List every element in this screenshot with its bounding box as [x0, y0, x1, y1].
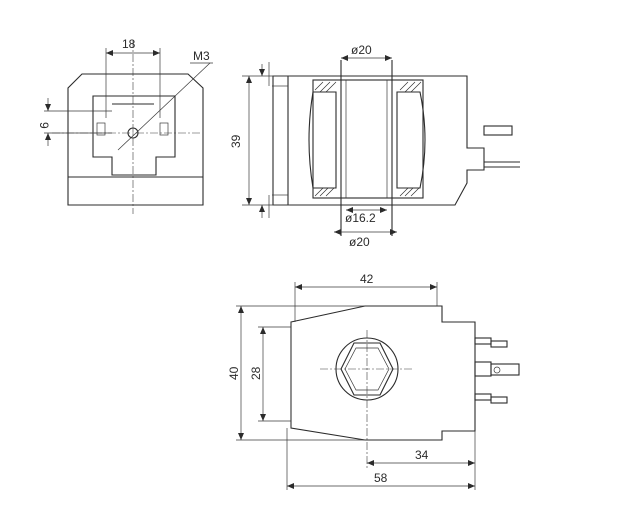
dim-pin-offset: 34 — [415, 448, 429, 462]
dim-top-dia: ø20 — [351, 43, 372, 57]
dim-window-height: 28 — [249, 366, 263, 380]
dim-small-offset: 9 — [37, 122, 51, 129]
side-section-view: ø20 ø16.2 ø20 39 — [229, 43, 520, 249]
dim-coil-height: 39 — [229, 134, 243, 148]
dim-body-width: 42 — [360, 272, 374, 286]
dim-thread: M3 — [193, 49, 210, 63]
dim-front-width: 18 — [122, 37, 136, 51]
dim-overall-length: 58 — [374, 471, 388, 485]
top-view: 42 40 28 34 58 — [227, 272, 520, 490]
dim-bottom-dia: ø20 — [349, 235, 370, 249]
dim-bore-dia: ø16.2 — [345, 211, 376, 225]
dim-body-height: 40 — [227, 366, 241, 380]
front-view: 18 M3 9 — [37, 37, 213, 214]
